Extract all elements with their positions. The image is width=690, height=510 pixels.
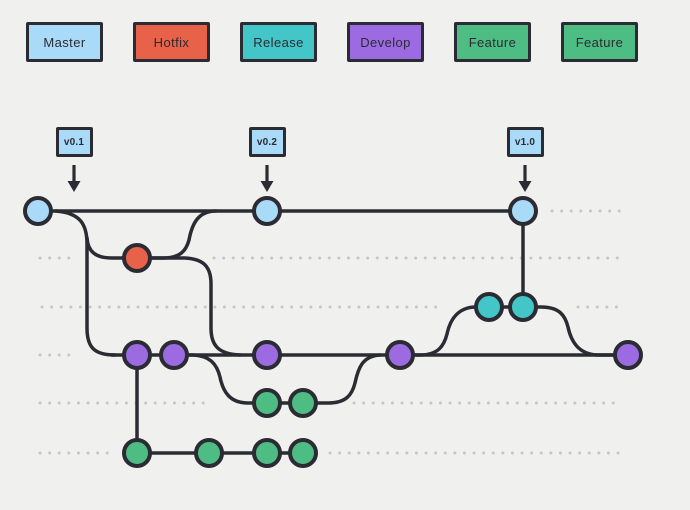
develop-commit-node: [122, 340, 152, 370]
legend-item-feature-5: Feature: [561, 22, 638, 62]
develop-branch-release-path: [398, 305, 525, 357]
down-arrow-icon: [260, 181, 274, 192]
master-branch-develop-path: [54, 209, 117, 357]
legend-item-master-0: Master: [26, 22, 103, 62]
develop-commit-node: [613, 340, 643, 370]
develop-commit-node: [159, 340, 189, 370]
feature1-merge-develop-path: [301, 353, 382, 405]
feature-commit-node: [288, 388, 318, 418]
legend-item-feature-4: Feature: [454, 22, 531, 62]
feature-commit-node: [122, 438, 152, 468]
legend-item-hotfix-1: Hotfix: [133, 22, 210, 62]
feature-commit-node: [288, 438, 318, 468]
develop-commit-node: [252, 340, 282, 370]
down-arrow-icon: [67, 181, 81, 192]
master-commit-node: [508, 196, 538, 226]
legend-item-release-2: Release: [240, 22, 317, 62]
feature-commit-node: [194, 438, 224, 468]
legend-item-develop-3: Develop: [347, 22, 424, 62]
master-commit-node: [252, 196, 282, 226]
down-arrow-icon: [518, 181, 532, 192]
release-merge-develop-path: [521, 305, 630, 357]
master-branch-hotfix-path: [85, 236, 139, 260]
version-tag-v0.1: v0.1: [55, 127, 93, 157]
hotfix-merge-develop-path: [135, 256, 242, 357]
develop-branch-feature1-path: [172, 353, 305, 405]
master-commit-node: [23, 196, 53, 226]
feature-commit-node: [252, 388, 282, 418]
hotfix-commit-node: [122, 243, 152, 273]
feature-commit-node: [252, 438, 282, 468]
release-commit-node: [474, 292, 504, 322]
version-tag-v1.0: v1.0: [506, 127, 544, 157]
develop-commit-node: [385, 340, 415, 370]
branch-legend: Master Hotfix Release Develop Feature Feature: [26, 22, 638, 62]
release-commit-node: [508, 292, 538, 322]
version-tag-v0.2: v0.2: [248, 127, 286, 157]
